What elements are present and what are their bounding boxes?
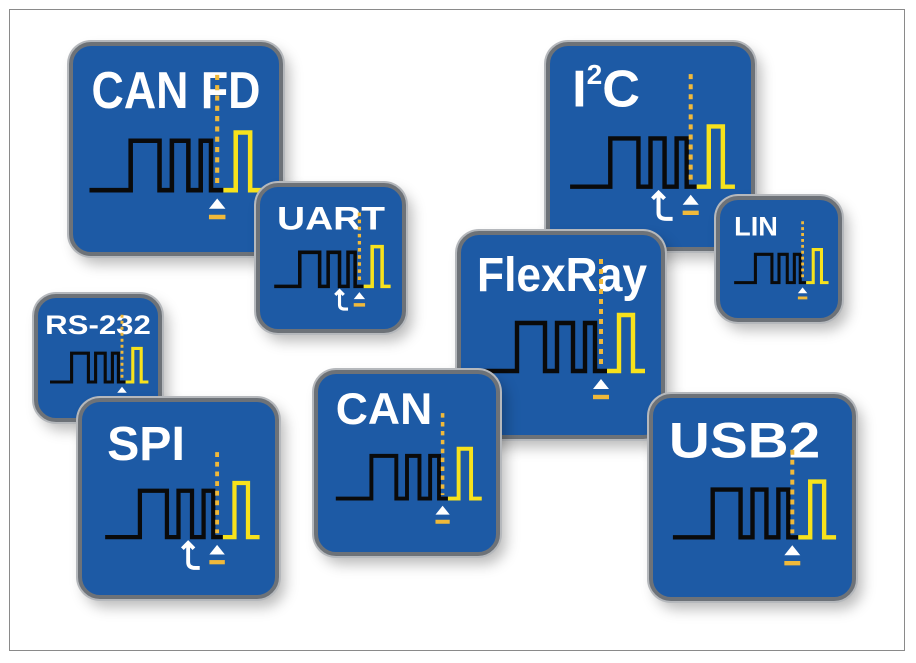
can-fd-icon[interactable]: CAN FD bbox=[69, 42, 283, 256]
uart-icon[interactable]: UART bbox=[256, 183, 406, 333]
time-cursor-icon bbox=[651, 189, 673, 221]
icon-label: I2C bbox=[572, 59, 640, 118]
usb2-icon[interactable]: USB2 bbox=[649, 394, 856, 601]
icon-label: LIN bbox=[734, 210, 778, 241]
icon-label: CAN FD bbox=[92, 61, 261, 119]
spi-icon[interactable]: SPI bbox=[78, 398, 279, 599]
waveform-icon bbox=[570, 74, 735, 221]
time-cursor-icon bbox=[180, 540, 200, 570]
time-cursor-icon bbox=[334, 288, 349, 311]
waveform-icon bbox=[477, 259, 645, 400]
icon-label: SPI bbox=[107, 417, 185, 471]
icon-label: FlexRay bbox=[477, 249, 647, 302]
lin-icon[interactable]: LIN bbox=[716, 196, 842, 322]
can-icon[interactable]: CAN bbox=[314, 370, 500, 556]
icon-label: RS-232 bbox=[45, 310, 151, 340]
waveform-icon bbox=[335, 413, 482, 524]
waveform-icon bbox=[274, 212, 391, 311]
icon-label: CAN bbox=[336, 385, 432, 434]
waveform-icon bbox=[734, 221, 829, 300]
waveform-icon bbox=[672, 449, 837, 566]
icon-label: UART bbox=[277, 200, 385, 237]
icon-label: USB2 bbox=[669, 413, 820, 469]
